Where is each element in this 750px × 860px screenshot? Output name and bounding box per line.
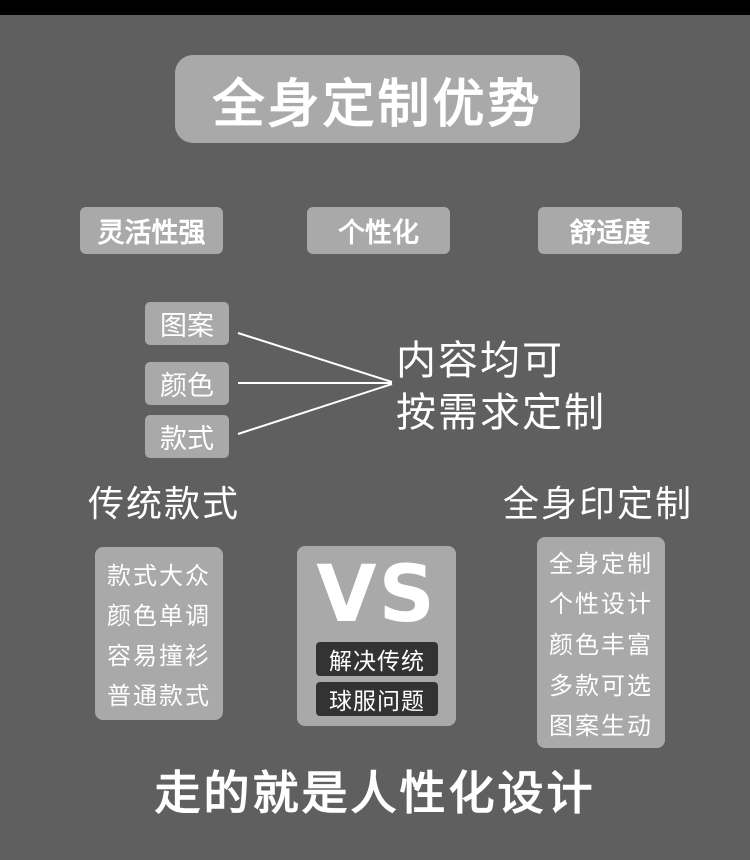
connector-line-pattern [237,332,393,383]
feature-personalization: 个性化 [307,207,450,254]
option-pattern: 图案 [145,302,229,345]
options-result-text: 内容均可 按需求定制 [396,335,696,439]
full-print-item: 个性设计 [549,590,653,619]
traditional-item: 普通款式 [107,682,211,711]
full-print-item: 颜色丰富 [549,630,653,659]
full-print-item: 多款可选 [549,671,653,700]
traditional-list: 款式大众 颜色单调 容易撞衫 普通款式 [95,547,223,720]
vs-panel: VS 解决传统 球服问题 [297,546,456,726]
vs-label: VS [316,550,437,640]
options-result-line-1: 内容均可 [396,338,564,384]
option-style: 款式 [145,415,229,458]
page-title: 全身定制优势 [175,55,580,143]
vs-tag: 解决传统 [316,642,438,676]
feature-flexibility: 灵活性强 [80,207,223,254]
full-print-item: 图案生动 [549,712,653,741]
full-print-item: 全身定制 [549,549,653,578]
traditional-item: 容易撞衫 [107,642,211,671]
option-color: 颜色 [145,362,229,405]
feature-comfort: 舒适度 [538,207,682,254]
vs-tag: 球服问题 [316,682,438,716]
full-print-list: 全身定制 个性设计 颜色丰富 多款可选 图案生动 [537,537,665,748]
traditional-item: 颜色单调 [107,601,211,630]
top-bar [0,0,750,15]
traditional-heading: 传统款式 [88,484,241,525]
traditional-item: 款式大众 [107,561,211,590]
full-print-heading: 全身印定制 [503,484,694,525]
footer-slogan: 走的就是人性化设计 [154,766,596,820]
options-result-line-2: 按需求定制 [396,390,606,436]
connector-line-style [237,383,393,435]
